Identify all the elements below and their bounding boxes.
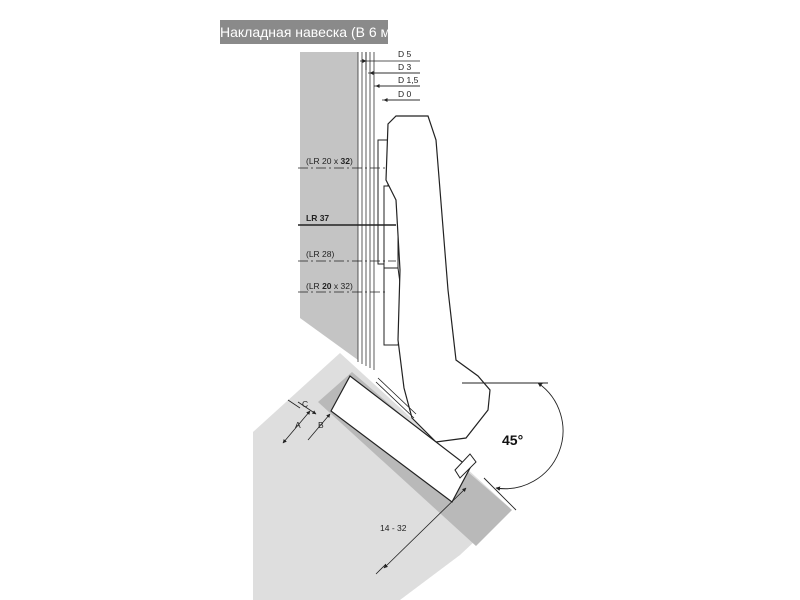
range-dimension (375, 487, 467, 575)
cabinet-panel (300, 52, 358, 360)
label-d0: D 0 (398, 89, 412, 99)
label-plate-2: LR 37 (306, 213, 329, 223)
label-d5: D 5 (398, 49, 412, 59)
title-banner: Накладная навеска (B 6 мм) (220, 20, 405, 44)
panel-edge-lines (357, 52, 375, 370)
label-d1-5: D 1,5 (398, 75, 419, 85)
label-plate-3: (LR 28) (306, 249, 335, 259)
label-b: B (318, 420, 324, 430)
label-range: 14 - 32 (380, 523, 407, 533)
plate-reference-lines (298, 167, 396, 293)
hinge-cup (330, 375, 477, 503)
distance-lines (360, 52, 420, 102)
label-a: A (295, 420, 301, 430)
angle-indicator (462, 382, 564, 511)
label-plate-4: (LR 20 x 32) (306, 281, 353, 291)
hinge-arm (385, 115, 491, 443)
label-d3: D 3 (398, 62, 412, 72)
label-plate-1: (LR 20 x 32) (306, 156, 353, 166)
angle-label: 45° (502, 432, 523, 448)
title-text: Накладная навеска (B 6 мм) (220, 24, 405, 40)
abc-dimensions (282, 399, 331, 444)
label-c: C (302, 399, 308, 409)
